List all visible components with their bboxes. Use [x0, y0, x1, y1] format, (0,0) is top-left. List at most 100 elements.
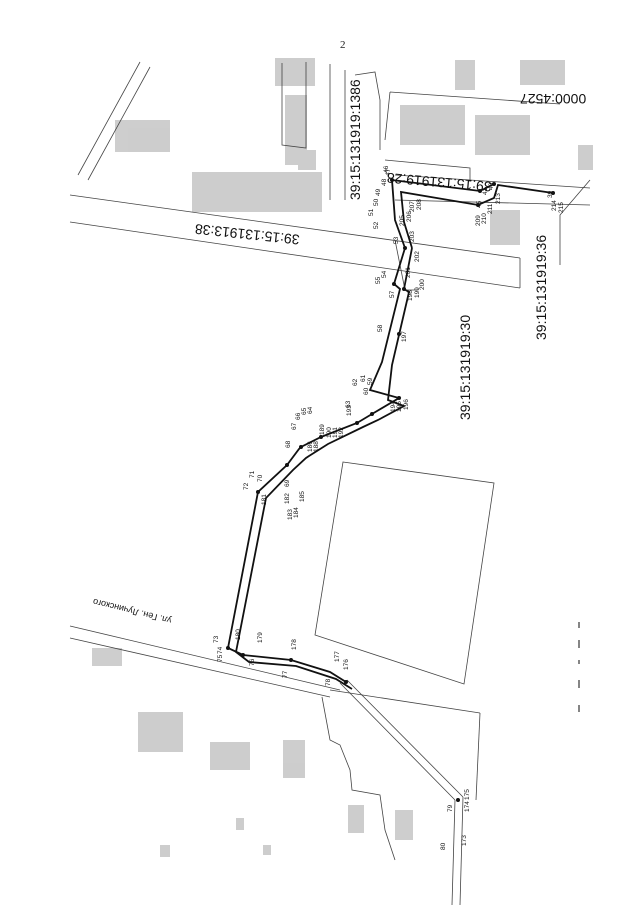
route-dot: [397, 332, 401, 336]
route-point-label-215: 215: [558, 202, 565, 213]
route-dot: [344, 680, 348, 684]
cad-label-1386: 39:15:131919:1386: [347, 79, 363, 200]
cad-label-36: 39:15:131919:36: [533, 235, 549, 340]
building-hatch: [210, 742, 250, 770]
route-point-label-69: 69: [284, 479, 291, 487]
route-point-label-176: 176: [343, 659, 350, 670]
square-parcel: [314, 461, 495, 685]
street-edge: [69, 625, 341, 691]
route-point-label-207: 207: [409, 201, 416, 212]
route-point-label-63: 63: [345, 400, 352, 408]
route-point-label-180: 180: [235, 629, 242, 640]
route-point-label-40: 40: [488, 182, 495, 190]
route-point-label-65: 65: [301, 407, 308, 415]
route-point-label-193: 193: [346, 405, 353, 416]
street-edge: [475, 712, 481, 801]
route-point-label-195: 195: [396, 401, 403, 412]
route-point-label-197: 197: [401, 331, 408, 342]
route-dot: [285, 463, 289, 467]
building-hatch: [348, 805, 364, 833]
route-point-label-50: 50: [373, 198, 380, 206]
route-point-label-58: 58: [377, 324, 384, 332]
building-hatch: [395, 810, 413, 840]
route-point-label-62: 62: [352, 378, 359, 386]
route-dot: [299, 445, 303, 449]
route-point-label-200: 200: [419, 279, 426, 290]
route-point-label-179: 179: [257, 632, 264, 643]
route-point-label-76: 76: [249, 658, 256, 666]
building-hatch: [160, 845, 170, 857]
building-hatch: [138, 712, 183, 752]
route-dot: [492, 182, 496, 186]
route-point-label-66: 66: [295, 412, 302, 420]
route-point-label-201: 201: [405, 267, 412, 278]
route-point-label-52: 52: [373, 221, 380, 229]
route-point-label-68: 68: [285, 440, 292, 448]
route-point-label-45: 45: [476, 200, 483, 208]
route-point-label-175: 175: [464, 789, 471, 800]
street-edge: [69, 637, 331, 698]
building-hatch: [115, 120, 170, 152]
route-dot: [241, 653, 245, 657]
route-point-label-196: 196: [403, 399, 410, 410]
route-dot: [392, 282, 396, 286]
route-point-label-61: 61: [360, 374, 367, 382]
route-dot: [390, 178, 394, 182]
route-point-label-174: 174: [464, 801, 471, 812]
route-point-label-208: 208: [416, 199, 423, 210]
route-point-label-80: 80: [440, 842, 447, 850]
route-point-label-181: 181: [261, 494, 268, 505]
route-point-label-202: 202: [414, 251, 421, 262]
parcel-28-edge: [394, 199, 591, 206]
building-hatch: [192, 172, 322, 212]
building-outline: [329, 64, 346, 200]
route-point-label-59: 59: [367, 377, 374, 385]
parcel-28-edge: [394, 174, 591, 189]
route-dot: [476, 203, 480, 207]
route-point-label-178: 178: [291, 639, 298, 650]
building-hatch: [400, 105, 465, 145]
route-dot: [256, 490, 260, 494]
strip-boundary-top: [69, 194, 521, 259]
route-point-label-75: 75: [217, 654, 224, 662]
route-point-label-173: 173: [461, 835, 468, 846]
route-point-label-194: 194: [390, 401, 397, 412]
route-point-label-205: 205: [399, 215, 406, 226]
route-point-label-49: 49: [375, 188, 382, 196]
route-point-label-79: 79: [447, 804, 454, 812]
pipe-side: [451, 796, 464, 905]
route-point-label-190: 190: [326, 427, 333, 438]
building-outline: [281, 62, 307, 149]
route-dot: [403, 246, 407, 250]
route-dot: [456, 798, 460, 802]
route-point-label-203: 203: [409, 231, 416, 242]
building-outline: [384, 159, 471, 182]
route-dots: [226, 178, 555, 802]
building-hatch: [578, 145, 593, 170]
pipe-side: [339, 682, 456, 801]
route-dot: [551, 191, 555, 195]
cad-label-4527: 0000:4527: [520, 91, 586, 107]
route-point-label-67: 67: [291, 422, 298, 430]
road-edge: [77, 61, 141, 176]
route-point-label-199: 199: [414, 287, 421, 298]
irregular-parcel: [321, 696, 396, 861]
building-hatch: [475, 115, 530, 155]
building-hatch: [92, 648, 122, 666]
building-hatch: [455, 60, 475, 90]
cad-label-28: 39:15:131919:28: [386, 170, 492, 195]
route-dot: [355, 421, 359, 425]
route-dot: [402, 287, 406, 291]
route-point-label-41: 41: [482, 187, 489, 195]
route-point-label-54: 54: [381, 270, 388, 278]
parcel-36-edge: [559, 179, 591, 265]
route-point-label-47: 47: [385, 168, 392, 176]
route-side-b: [235, 247, 413, 690]
route-dot: [319, 435, 323, 439]
building-outline: [354, 71, 381, 150]
route-dot: [226, 646, 230, 650]
route-point-label-183: 183: [287, 509, 294, 520]
route-point-label-185: 185: [299, 491, 306, 502]
route-point-label-70: 70: [257, 474, 264, 482]
route-dot: [370, 412, 374, 416]
